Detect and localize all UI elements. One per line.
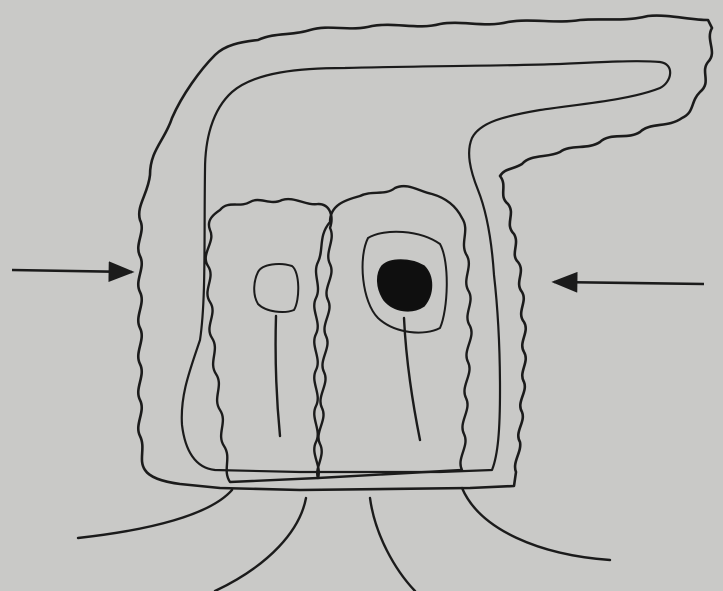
left-filament: [276, 316, 280, 436]
outer-envelope: [138, 16, 712, 490]
left-arrow: [12, 270, 132, 272]
left-column: [206, 199, 332, 482]
right-filament: [404, 318, 420, 440]
flow-line-4: [462, 488, 610, 560]
stippled-cavity: [182, 61, 670, 472]
flow-line-1: [78, 490, 232, 538]
flow-line-2: [215, 498, 306, 591]
right-arrow: [554, 282, 704, 284]
left-hatched-body: [254, 264, 298, 312]
right-column: [314, 186, 471, 478]
flow-line-3: [370, 498, 415, 591]
dark-core: [378, 260, 432, 311]
